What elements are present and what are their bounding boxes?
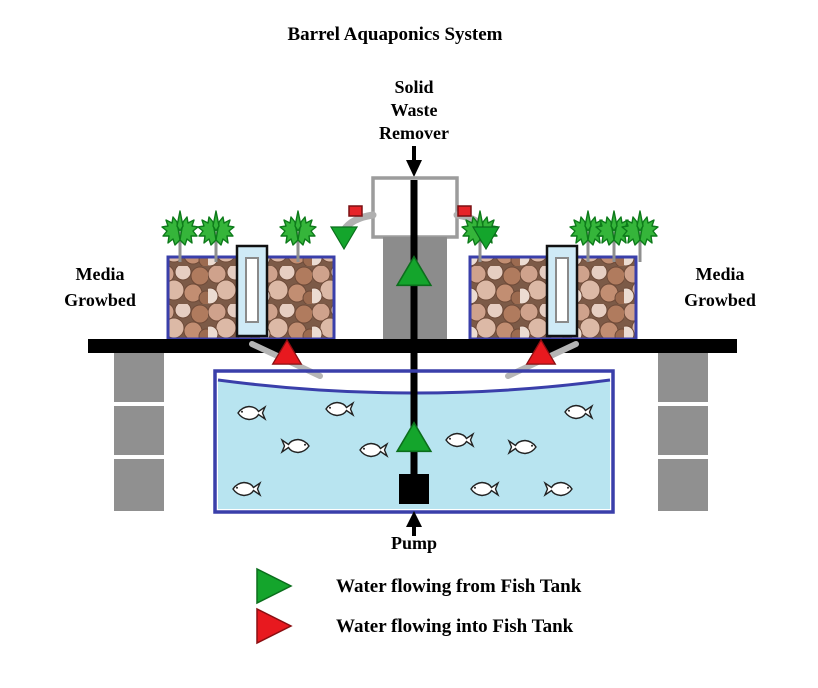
left-valve-icon <box>348 205 363 217</box>
right-standpipe <box>545 244 579 338</box>
media-growbed-right-label: Media Growbed <box>684 264 756 310</box>
pump-label: Pump <box>390 533 437 553</box>
left-standpipe <box>235 244 269 338</box>
legend-green-triangle-icon <box>256 567 293 605</box>
plant-icon <box>160 209 200 264</box>
green-up-triangle-tank-icon <box>395 421 433 453</box>
pump-arrow-up-icon <box>406 511 422 536</box>
right-valve-icon <box>457 205 472 217</box>
red-up-triangle-right-icon <box>525 338 557 365</box>
red-up-triangle-left-icon <box>271 338 303 365</box>
plant-icon <box>196 209 236 264</box>
green-down-triangle-left-icon <box>329 226 359 251</box>
feed-arrow-down-icon <box>406 146 422 177</box>
media-growbed-left-label: Media Growbed <box>64 264 136 310</box>
solid-waste-remover-label: Solid Waste Remover <box>379 77 449 143</box>
green-up-triangle-column-icon <box>395 255 433 287</box>
left-pillar <box>114 353 164 511</box>
legend-into-tank-label: Water flowing into Fish Tank <box>336 616 574 637</box>
plant-icon <box>278 209 318 264</box>
legend-red-triangle-icon <box>256 607 293 645</box>
right-pillar <box>658 353 708 511</box>
legend-from-tank-label: Water flowing from Fish Tank <box>336 576 582 597</box>
pump-body <box>399 474 429 504</box>
green-down-triangle-right-icon <box>471 226 501 251</box>
diagram-title: Barrel Aquaponics System <box>287 24 503 45</box>
plant-icon <box>620 209 660 264</box>
